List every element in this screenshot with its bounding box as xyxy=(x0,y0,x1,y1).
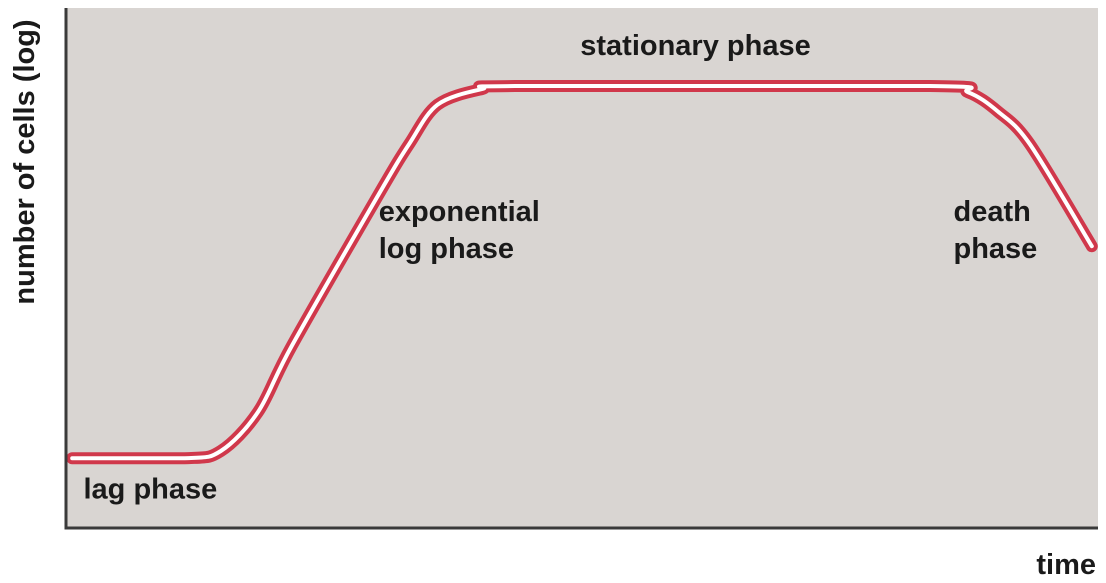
annotation-0: stationary phase xyxy=(580,30,810,62)
y-axis-label: number of cells (log) xyxy=(9,19,41,304)
annotation-1: exponential log phase xyxy=(379,196,540,265)
annotation-2-line-0: death xyxy=(954,196,1031,228)
series-line-highlight-0 xyxy=(70,83,1094,461)
annotation-2: death phase xyxy=(954,196,1038,265)
annotation-3: lag phase xyxy=(84,473,218,505)
annotation-1-line-1: log phase xyxy=(379,233,514,265)
annotation-1-line-0: exponential xyxy=(379,196,540,228)
series-layer xyxy=(66,79,1098,465)
x-axis-label: time xyxy=(1036,549,1096,581)
annotation-2-line-1: phase xyxy=(954,233,1038,265)
annotation-layer: stationary phase exponential log phase deat… xyxy=(84,30,1038,506)
annotation-3-line-0: lag phase xyxy=(84,473,218,505)
annotation-0-line-0: stationary phase xyxy=(580,30,810,62)
